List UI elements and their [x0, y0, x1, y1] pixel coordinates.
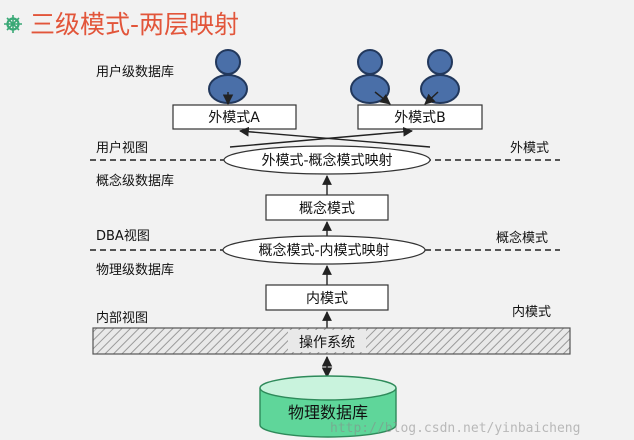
box-conceptual-label: 概念模式 [299, 200, 355, 217]
database-label: 物理数据库 [288, 403, 368, 422]
arrow-map-to-ext-a [239, 126, 431, 148]
box-conceptual [265, 194, 389, 221]
operating-system-label-bg [288, 330, 366, 352]
user-icon [420, 49, 460, 104]
box-external-a-label: 外模式A [208, 110, 260, 126]
box-external-b [357, 104, 483, 130]
oval-conceptual-internal-mapping [222, 235, 426, 265]
label-dba-view: DBA视图 [96, 229, 150, 244]
box-internal-label: 内模式 [306, 291, 348, 307]
box-external-a [172, 104, 297, 130]
page-title: 三级模式-两层映射 [30, 10, 239, 39]
operating-system-label: 操作系统 [299, 335, 355, 351]
watermark: http://blog.csdn.net/yinbaicheng [330, 421, 580, 436]
oval-ext-conceptual-mapping [223, 145, 431, 175]
arrow-user-to-ext-b-1 [374, 91, 391, 105]
database-cylinder-icon [259, 375, 397, 438]
label-right-conceptual: 概念模式 [496, 230, 548, 246]
label-user-view: 用户视图 [96, 140, 148, 156]
label-right-internal: 内模式 [512, 304, 551, 320]
box-internal [265, 284, 389, 311]
label-user-db: 用户级数据库 [96, 64, 174, 80]
label-conceptual-db: 概念级数据库 [96, 173, 174, 189]
box-external-b-label: 外模式B [394, 110, 446, 126]
user-icon [350, 49, 390, 104]
oval-conceptual-internal-mapping-label: 概念模式-内模式映射 [258, 242, 389, 259]
oval-ext-conceptual-mapping-label: 外模式-概念模式映射 [261, 152, 392, 169]
arrow-user-to-ext-b-2 [424, 91, 439, 105]
title-bullet-icon [4, 15, 22, 33]
label-right-external: 外模式 [510, 141, 549, 156]
label-internal-view: 内部视图 [96, 310, 148, 326]
arrow-map-to-ext-b [229, 126, 413, 148]
label-physical-db: 物理级数据库 [96, 262, 174, 278]
